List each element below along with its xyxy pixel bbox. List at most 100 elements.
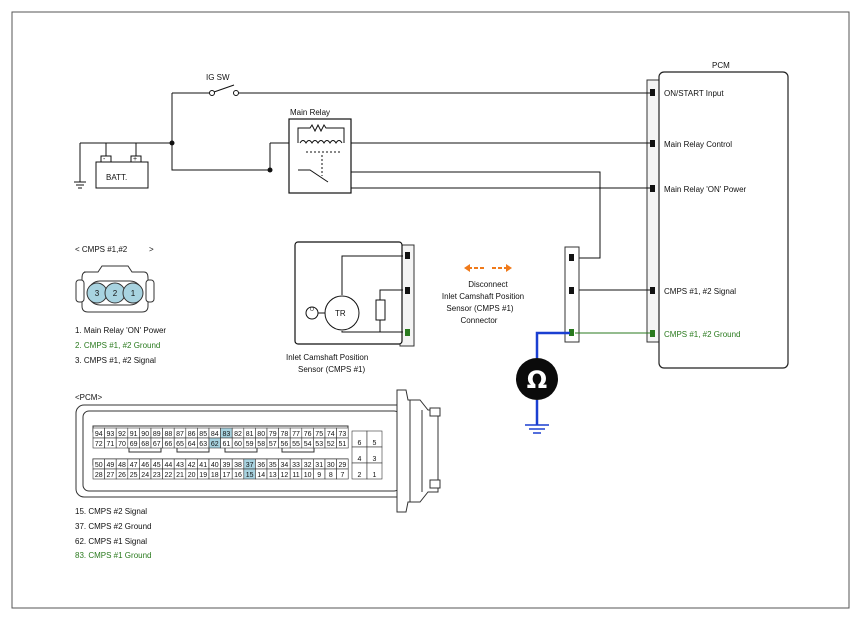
pcm-pin-number: 89	[153, 431, 161, 438]
sensor-pin-marker	[405, 287, 410, 294]
battery-minus-icon: -	[103, 156, 106, 163]
pcm-pin-number: 84	[211, 431, 219, 438]
pcm-pin-label: Main Relay 'ON' Power	[664, 185, 747, 194]
pcm-pin-number: 10	[304, 472, 312, 479]
pcm-pin-number: 33	[292, 462, 300, 469]
pcm-box	[658, 71, 789, 369]
ig-switch-label: IG SW	[206, 73, 230, 82]
pcm-pin-number: 52	[327, 441, 335, 448]
pcm-pin-marker	[650, 287, 655, 294]
pcm-pin-number: 51	[339, 441, 347, 448]
pcm-pin-number: 57	[269, 441, 277, 448]
pcm-pin-number: 17	[223, 472, 231, 479]
pcm-pin-number: 75	[315, 431, 323, 438]
pcm-connector-title: <PCM>	[75, 393, 102, 402]
pcm-pin-number: 45	[153, 462, 161, 469]
harness-pin-marker	[569, 254, 574, 261]
sensor-pin-marker	[405, 329, 410, 336]
pcm-legend-item: 37. CMPS #2 Ground	[75, 522, 151, 531]
wires	[79, 92, 650, 291]
pcm-pin-number: 8	[329, 472, 333, 479]
pcm-pin-number: 82	[234, 431, 242, 438]
pcm-pin-number: 31	[315, 462, 323, 469]
disconnect-line: Disconnect	[468, 280, 508, 289]
pcm-pin-number: 88	[165, 431, 173, 438]
pcm-pin-number: 21	[176, 472, 184, 479]
pcm-pin-number: 80	[257, 431, 265, 438]
pcm-pin-number: 78	[281, 431, 289, 438]
pcm-pin-number: 42	[188, 462, 196, 469]
harness-connector-body	[564, 246, 580, 343]
pcm-pin-number: 16	[234, 472, 242, 479]
pcm-pin-number: 14	[257, 472, 265, 479]
pcm-pin-number: 37	[246, 462, 254, 469]
pcm-pin-number: 72	[95, 441, 103, 448]
pcm-pin-number: 24	[141, 472, 149, 479]
pcm-pin-cell	[366, 462, 383, 480]
pcm-pin-number: 35	[269, 462, 277, 469]
pcm-pin-number: 39	[223, 462, 231, 469]
harness-pin-marker	[569, 287, 574, 294]
pcm-pin-number: 5	[373, 440, 377, 447]
cmps-pin-label: 3	[95, 289, 100, 298]
pcm-pin-number: 56	[281, 441, 289, 448]
inlet-camshaft-sensor: TR O Inlet Camshaft Position Sensor (CMP…	[286, 241, 415, 374]
pcm-pin-number: 54	[304, 441, 312, 448]
pcm-pin-number: 44	[165, 462, 173, 469]
pcm-pin-number: 65	[176, 441, 184, 448]
pcm-pin-number: 66	[165, 441, 173, 448]
pcm-pin-number: 60	[234, 441, 242, 448]
disconnect-line: Sensor (CMPS #1)	[446, 304, 513, 313]
sensor-port-icon: O	[310, 307, 314, 313]
pcm-pin-number: 36	[257, 462, 265, 469]
pcm-pin-markers	[650, 89, 655, 337]
pcm-pin-number: 7	[340, 472, 344, 479]
pcm-block: PCM ON/START Input Main Relay Control Ma…	[646, 61, 789, 369]
pcm-pin-number: 38	[234, 462, 242, 469]
pcm-pin-number: 68	[141, 441, 149, 448]
cmps-pin-label: 2	[113, 289, 118, 298]
sensor-internals	[305, 255, 403, 333]
pcm-pin-number: 28	[95, 472, 103, 479]
pcm-pin-number: 76	[304, 431, 312, 438]
pcm-legend-item: 62. CMPS #1 Signal	[75, 537, 147, 546]
pcm-pin-number: 19	[199, 472, 207, 479]
pcm-pin-number: 1	[373, 472, 377, 479]
pcm-pin-label: CMPS #1, #2 Ground	[664, 330, 740, 339]
pcm-pin-number: 20	[188, 472, 196, 479]
cmps-legend-item: 3. CMPS #1, #2 Signal	[75, 356, 156, 365]
pcm-pin-cell	[336, 468, 349, 480]
pcm-pin-number: 73	[339, 431, 347, 438]
relay-internals	[297, 123, 345, 183]
pcm-pin-number: 47	[130, 462, 138, 469]
pcm-pin-number: 94	[95, 431, 103, 438]
pcm-pin-number: 25	[130, 472, 138, 479]
pcm-pin-number: 23	[153, 472, 161, 479]
ohmmeter-icon	[516, 358, 558, 400]
pcm-pin-number: 41	[199, 462, 207, 469]
pcm-pin-number: 90	[141, 431, 149, 438]
cmps-legend-item: 1. Main Relay 'ON' Power	[75, 326, 166, 335]
pcm-pin-number: 61	[223, 441, 231, 448]
pcm-pin-number: 85	[199, 431, 207, 438]
ground-measurement-wire	[535, 331, 650, 425]
pcm-legend-item: 83. CMPS #1 Ground	[75, 551, 151, 560]
pcm-pin-number: 58	[257, 441, 265, 448]
pcm-pin-marker	[650, 330, 655, 337]
pcm-pin-number: 83	[223, 431, 231, 438]
pcm-pin-number: 40	[211, 462, 219, 469]
main-relay: Main Relay	[288, 108, 352, 194]
cmps-legend-item: 2. CMPS #1, #2 Ground	[75, 341, 160, 350]
pcm-pin-number: 13	[269, 472, 277, 479]
pcm-pin-number: 87	[176, 431, 184, 438]
ohm-symbol: Ω	[527, 366, 547, 394]
sensor-box	[294, 241, 403, 345]
cmps-connector-title-end: >	[149, 245, 154, 254]
pcm-pin-number: 32	[304, 462, 312, 469]
pcm-pin-number: 27	[107, 472, 115, 479]
pcm-pin-marker	[650, 185, 655, 192]
